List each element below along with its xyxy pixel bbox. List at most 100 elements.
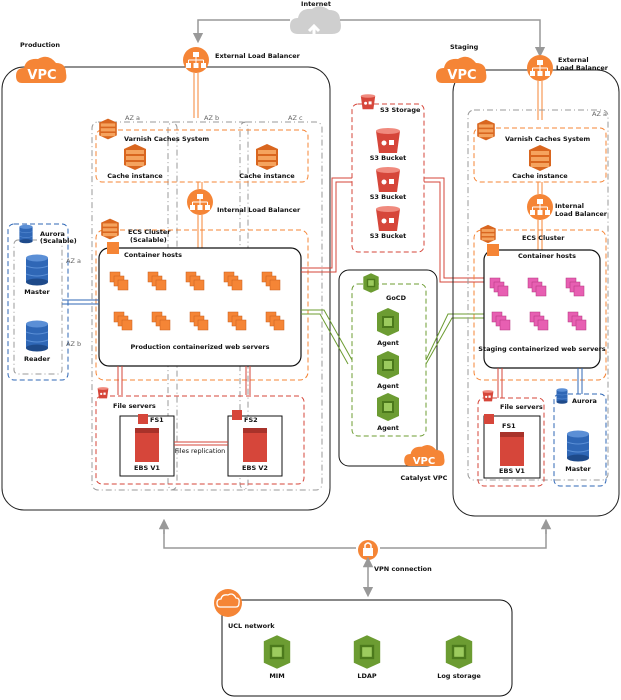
staging-master-label: Master xyxy=(565,465,591,473)
agent-2-icon xyxy=(377,351,399,379)
prod-az-a-label: AZ a xyxy=(125,114,140,122)
prod-cache-instance-1-icon xyxy=(124,144,146,170)
staging-container-hosts-label: Container hosts xyxy=(518,252,576,260)
prod-cache-instance-2-label: Cache instance xyxy=(239,172,295,180)
s3-bucket-3-label: S3 Bucket xyxy=(370,232,407,240)
prod-ecs-cluster-box xyxy=(95,229,309,381)
prod-reader-label: Reader xyxy=(24,355,51,363)
s3-bucket-3-icon xyxy=(376,206,400,231)
production-title: Production xyxy=(20,41,60,49)
vpn-lock-icon xyxy=(358,540,378,560)
prod-ebs-v1-icon xyxy=(135,428,159,462)
production-vpc-label: VPC xyxy=(27,68,56,83)
gocd-to-prod-link xyxy=(301,309,353,365)
prod-ecs-label-1: ECS Cluster xyxy=(128,228,171,236)
files-replication-label: Files replication xyxy=(175,447,226,455)
mim-icon xyxy=(263,635,291,669)
staging-master-db-icon xyxy=(566,430,590,462)
agent-3-icon xyxy=(377,393,399,421)
ucl-network-box xyxy=(221,599,513,697)
staging-containers-to-fs-link xyxy=(497,368,503,398)
staging-az-box xyxy=(467,109,609,481)
staging-fs1-label: FS1 xyxy=(502,422,516,430)
staging-internal-lb-label-2: Load Balancer xyxy=(555,210,608,218)
prod-reader-db-icon xyxy=(25,320,49,352)
prod-varnish-box xyxy=(95,129,309,183)
staging-varnish-label: Varnish Caches System xyxy=(505,135,590,143)
s3-bucket-1-label: S3 Bucket xyxy=(370,154,407,162)
staging-aurora-box xyxy=(553,393,607,487)
staging-az-label: AZ a xyxy=(592,110,607,118)
staging-ebs-v1-icon xyxy=(500,432,524,466)
prod-aurora-az-b-label: AZ b xyxy=(66,340,81,348)
prod-ecs-icon xyxy=(101,218,119,240)
prod-fs1-label: FS1 xyxy=(150,416,164,424)
vpn-label: VPN connection xyxy=(374,565,432,573)
prod-container-hosts-icon xyxy=(107,242,119,254)
staging-file-servers-label: File servers xyxy=(500,403,543,411)
prod-external-lb-icon xyxy=(182,46,210,74)
staging-internal-lb-label-1: Internal xyxy=(555,202,584,210)
prod-ecs-label-2: (Scalable) xyxy=(130,236,167,244)
staging-containers-label: Staging containerized web servers xyxy=(478,345,606,353)
prod-ebs-v2-icon xyxy=(243,428,267,462)
ucl-network-icon xyxy=(214,589,242,617)
prod-fs1-icon xyxy=(138,414,148,424)
prod-varnish-label: Varnish Caches System xyxy=(124,135,209,143)
files-replication-link xyxy=(174,441,228,446)
agent-3-label: Agent xyxy=(377,424,399,432)
agent-1-icon xyxy=(377,308,399,336)
log-storage-label: Log storage xyxy=(437,672,481,680)
internet-to-prod-elb xyxy=(192,19,290,44)
prod-ebs-v2-label: EBS V2 xyxy=(242,464,268,472)
aurora-to-containers-link xyxy=(62,299,99,305)
s3-bucket-2-label: S3 Bucket xyxy=(370,193,407,201)
staging-containers-to-aurora-link xyxy=(577,368,583,394)
staging-file-servers-box xyxy=(477,397,545,487)
staging-ebs-v1-label: EBS V1 xyxy=(499,467,525,475)
prod-master-db-icon xyxy=(25,254,49,286)
staging-varnish-icon xyxy=(477,119,495,141)
prod-az-b-label: AZ b xyxy=(204,114,219,122)
mim-label: MIM xyxy=(269,672,284,680)
prod-aurora-box xyxy=(7,223,69,381)
prod-cache-instance-2-icon xyxy=(256,144,278,170)
ucl-network-label: UCL network xyxy=(228,622,275,630)
prod-containers-label: Production containerized web servers xyxy=(130,343,269,351)
ilb-links xyxy=(197,182,203,248)
ldap-icon xyxy=(353,635,381,669)
prod-aurora-label-1: Aurora xyxy=(40,230,65,238)
vpn-lines xyxy=(163,530,547,549)
staging-file-servers-icon xyxy=(482,390,494,402)
prod-internal-lb-icon xyxy=(186,188,214,216)
internet-cloud-icon xyxy=(290,6,341,40)
staging-elb-link xyxy=(537,81,543,120)
prod-external-lb-label: External Load Balancer xyxy=(215,52,301,60)
prod-master-label: Master xyxy=(24,288,50,296)
gocd-icon xyxy=(363,273,379,293)
prod-file-servers-box xyxy=(95,395,305,485)
s3-to-staging-link xyxy=(424,177,484,283)
staging-external-lb-icon xyxy=(526,54,554,82)
staging-vpc-label: VPC xyxy=(447,68,476,83)
s3-to-prod-link xyxy=(301,177,352,273)
internet-to-staging-elb xyxy=(340,19,546,58)
staging-title: Staging xyxy=(450,43,479,51)
s3-bucket-1-icon xyxy=(376,128,400,153)
prod-ebs-v1-label: EBS V1 xyxy=(134,464,160,472)
staging-ecs-box xyxy=(473,229,607,381)
production-vpc-box xyxy=(1,66,331,511)
staging-container-hosts-icon xyxy=(487,244,499,256)
staging-cache-instance-icon xyxy=(529,145,551,171)
internet-label: Internet xyxy=(301,0,331,8)
staging-ilb-links xyxy=(537,182,543,250)
prod-file-servers-label: File servers xyxy=(113,402,156,410)
staging-aurora-label: Aurora xyxy=(572,397,597,405)
log-storage-icon xyxy=(445,635,473,669)
staging-ecs-icon xyxy=(480,224,496,244)
prod-varnish-icon xyxy=(99,118,117,140)
gocd-to-staging-link xyxy=(425,313,484,365)
prod-fs2-label: FS2 xyxy=(244,416,258,424)
elb-to-varnish-link xyxy=(193,73,199,118)
